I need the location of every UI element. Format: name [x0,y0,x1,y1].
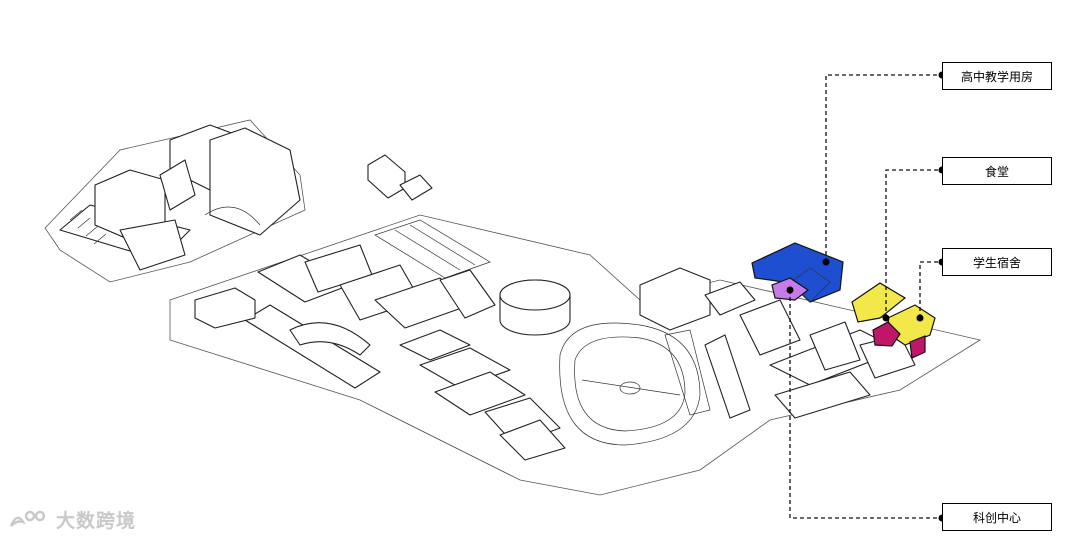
leader-line-teaching [826,75,942,262]
southern-teaching-blocks [400,330,565,460]
small-isolated-building [368,155,432,200]
watermark-logo-icon [8,508,50,530]
watermark-text: 大数跨境 [56,506,136,533]
label-student-dorm: 学生宿舍 [942,248,1052,276]
leader-dot-dorm-a [917,315,924,322]
label-canteen: 食堂 [942,157,1052,185]
leader-dot-teaching-a [823,259,830,266]
label-high-school-teaching: 高中教学用房 [942,62,1052,90]
northwest-building-cluster [60,125,300,270]
leader-line-dorm [920,262,942,318]
label-research-center: 科创中心 [942,503,1052,531]
watermark: 大数跨境 [8,505,136,533]
leader-dot-canteen-a [883,315,890,322]
round-building [500,280,570,335]
sports-stadium [560,323,710,445]
leader-dot-research-a [787,287,794,294]
